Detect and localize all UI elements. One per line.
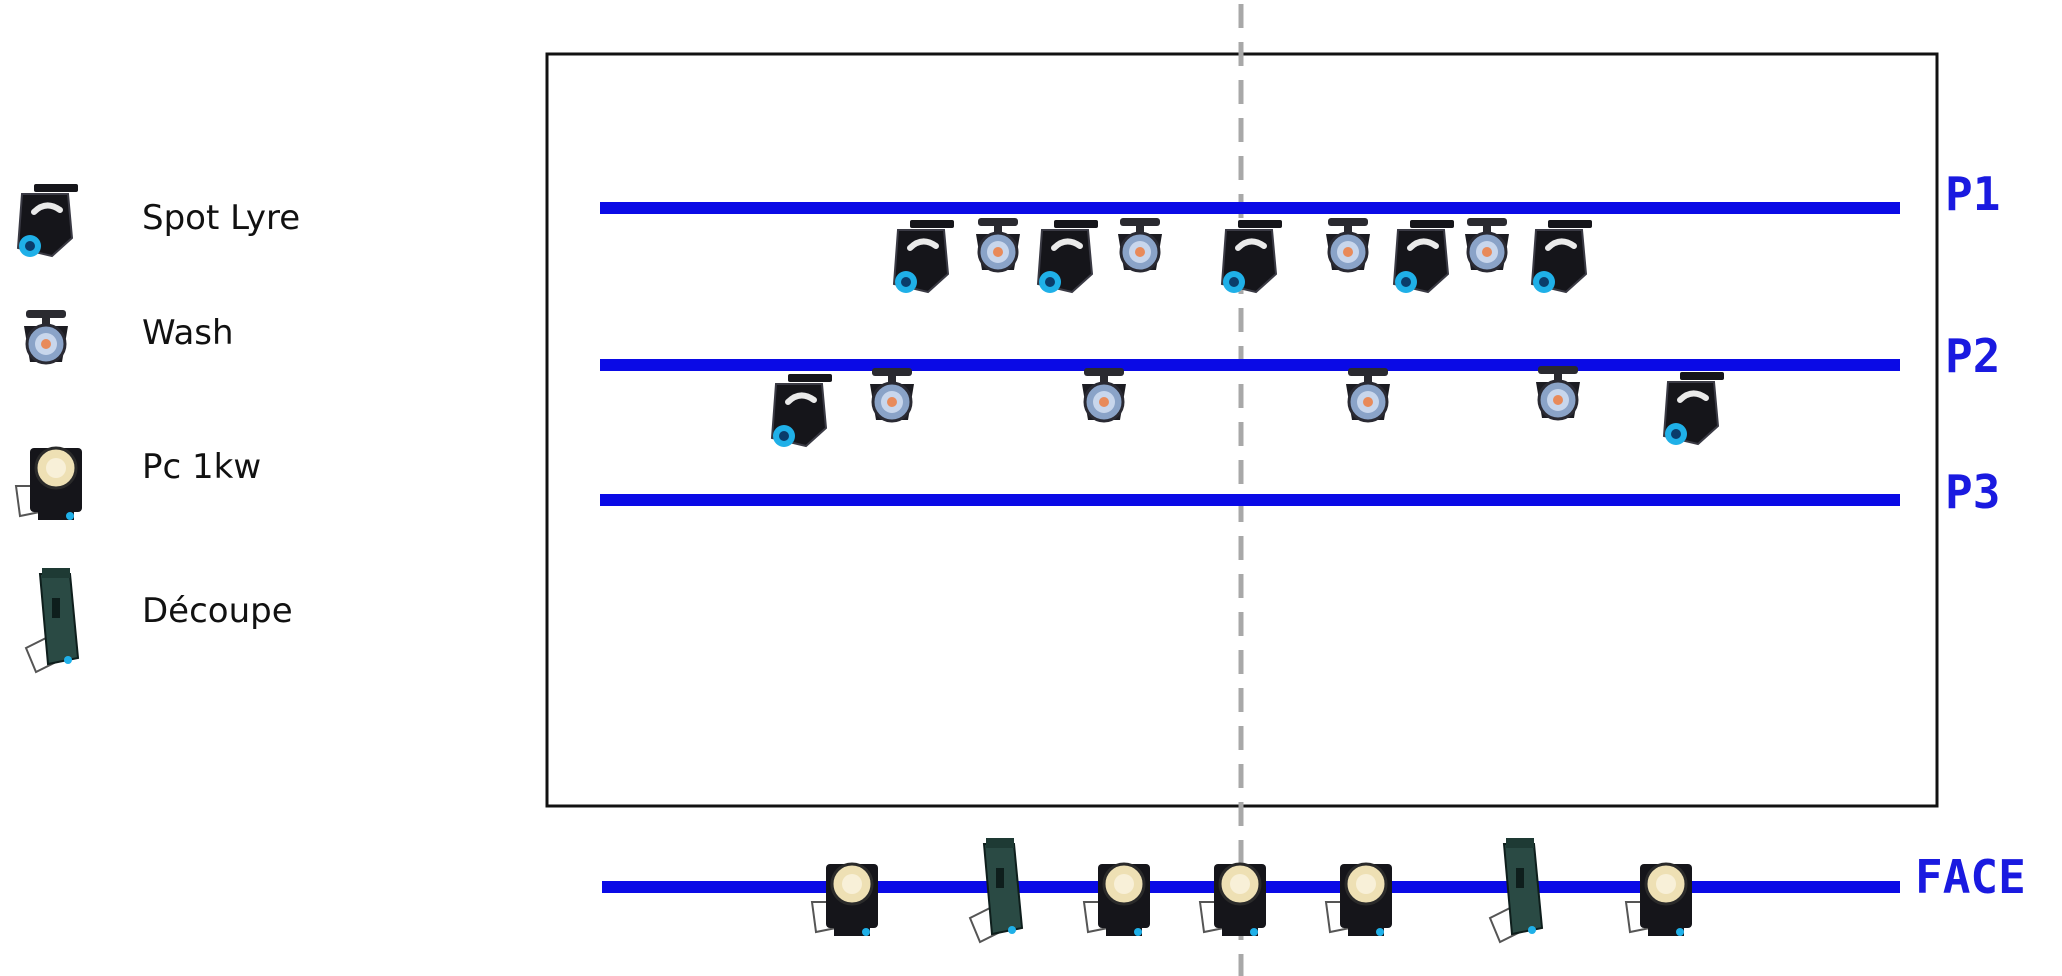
spot-lyre-fixture [1222, 220, 1282, 293]
wash-fixture [1534, 364, 1582, 421]
spot-lyre-fixture [1664, 372, 1724, 445]
pc-1kw-fixture [1324, 862, 1394, 938]
spot-lyre-icon [18, 184, 78, 257]
bar-label-face: FACE [1915, 850, 2026, 904]
fixtures-p1 [894, 216, 1592, 293]
wash-fixture [868, 366, 916, 423]
bar-p1: P1 [600, 167, 2000, 221]
legend-item-decoupe: Découpe [25, 567, 293, 673]
fixtures-p2 [772, 364, 1724, 447]
bar-face: FACE [602, 850, 2026, 904]
pc-1kw-icon [14, 446, 84, 522]
legend-label-spot-lyre: Spot Lyre [142, 198, 300, 238]
legend-label-decoupe: Découpe [142, 591, 293, 631]
wash-fixture [974, 216, 1022, 273]
bar-p3: P3 [600, 465, 2000, 519]
wash-fixture [1080, 366, 1128, 423]
legend-label-pc-1kw: Pc 1kw [142, 447, 261, 487]
spot-lyre-fixture [1394, 220, 1454, 293]
bar-label-p3: P3 [1945, 465, 2000, 519]
legend-item-spot-lyre: Spot Lyre [18, 184, 300, 257]
wash-fixture [1463, 216, 1511, 273]
wash-fixture [1344, 366, 1392, 423]
spot-lyre-fixture [1038, 220, 1098, 293]
legend-label-wash: Wash [142, 313, 234, 353]
decoupe-icon [25, 567, 79, 673]
legend: Spot Lyre Wash Pc 1kw Découpe [14, 184, 300, 673]
bar-label-p2: P2 [1945, 329, 2000, 383]
legend-item-pc-1kw: Pc 1kw [14, 446, 261, 522]
bar-label-p1: P1 [1945, 167, 2000, 221]
bar-p2: P2 [600, 329, 2000, 383]
wash-fixture [1116, 216, 1164, 273]
spot-lyre-fixture [894, 220, 954, 293]
wash-fixture [1324, 216, 1372, 273]
spot-lyre-fixture [772, 374, 832, 447]
pc-1kw-fixture [1198, 862, 1268, 938]
spot-lyre-fixture [1532, 220, 1592, 293]
pc-1kw-fixture [1624, 862, 1694, 938]
legend-item-wash: Wash [22, 308, 234, 365]
pc-1kw-fixture [810, 862, 880, 938]
wash-icon [22, 308, 70, 365]
pc-1kw-fixture [1082, 862, 1152, 938]
